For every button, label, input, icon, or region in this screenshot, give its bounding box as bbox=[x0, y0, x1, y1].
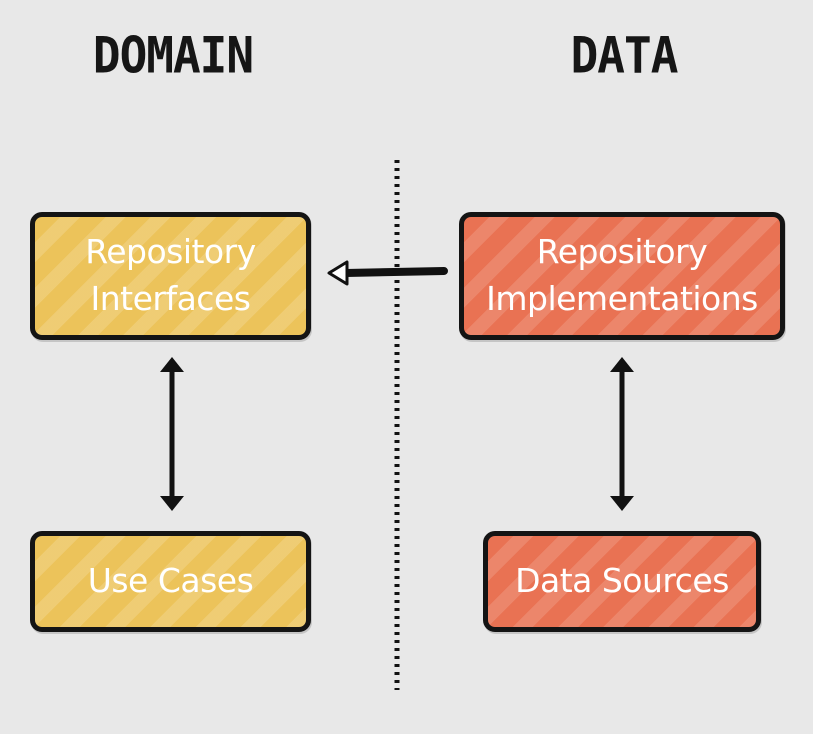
domain-double-arrow bbox=[160, 357, 184, 511]
data-double-arrow bbox=[610, 357, 634, 511]
repository-implementations-label-line1: Repository bbox=[536, 232, 708, 272]
domain-section-title: DOMAIN bbox=[92, 25, 254, 85]
data-sources-label: Data Sources bbox=[515, 561, 729, 601]
repository-interfaces-label-line2: Interfaces bbox=[90, 279, 251, 318]
repository-implementations-box: Repository Implementations bbox=[459, 212, 785, 340]
data-section-title: DATA bbox=[570, 25, 679, 85]
use-cases-box: Use Cases bbox=[30, 531, 311, 632]
data-sources-box: Data Sources bbox=[483, 531, 761, 632]
repository-interfaces-box: Repository Interfaces bbox=[30, 212, 311, 340]
use-cases-label: Use Cases bbox=[87, 561, 254, 601]
repository-implementations-label-line2: Implementations bbox=[486, 279, 758, 318]
repository-interfaces-label-line1: Repository bbox=[85, 232, 256, 272]
implements-arrow bbox=[327, 260, 448, 286]
